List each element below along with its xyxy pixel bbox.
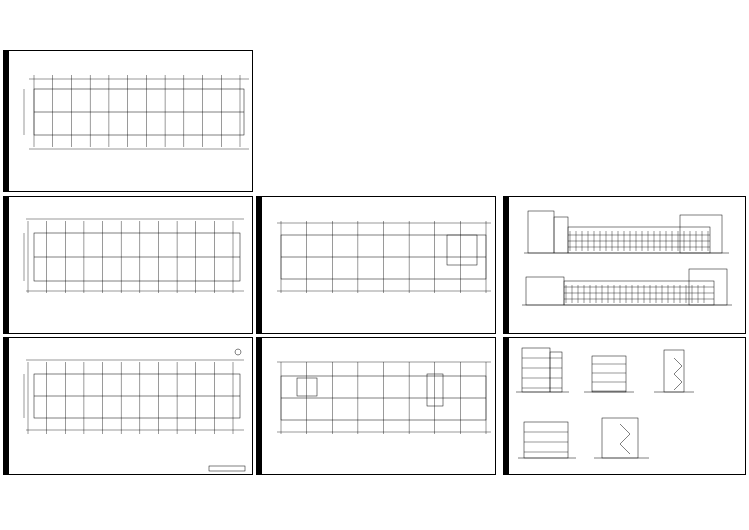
sheet-3-title-strip [257, 197, 262, 333]
sheet-7-title-strip [504, 338, 509, 474]
drawing-sheet-6 [256, 337, 496, 475]
drawing-sheet-2 [3, 196, 253, 334]
sheet-2-title-strip [4, 197, 9, 333]
sheet-6-column-grid [277, 361, 491, 434]
drafting-detail [33, 75, 241, 147]
drafting-detail [280, 362, 487, 434]
sheet-1-floor-plan [23, 75, 249, 150]
sheet-1-title-strip [4, 51, 9, 191]
drawing-sheet-3 [256, 196, 496, 334]
drawing-sheet-4 [503, 196, 746, 334]
drafting-detail [27, 362, 234, 434]
sheet-6-title-strip [257, 338, 262, 474]
drafting-detail [27, 221, 234, 293]
drafting-detail [564, 231, 714, 303]
drawing-sheet-5 [3, 337, 253, 475]
drafting-detail [280, 221, 487, 293]
sheet-5-floor-plan [23, 348, 246, 472]
sheet-2-floor-plan [23, 218, 244, 293]
drafting-detail [522, 357, 626, 453]
drawing-sheet-7 [503, 337, 746, 475]
drawing-sheet-1 [3, 50, 253, 192]
sheet-7-sections [516, 347, 694, 459]
sheet-5-title-strip [4, 338, 9, 474]
sheet-4-title-strip [504, 197, 509, 333]
sheet-4-elevations [522, 210, 732, 306]
sheet-3-column-grid [277, 221, 491, 293]
